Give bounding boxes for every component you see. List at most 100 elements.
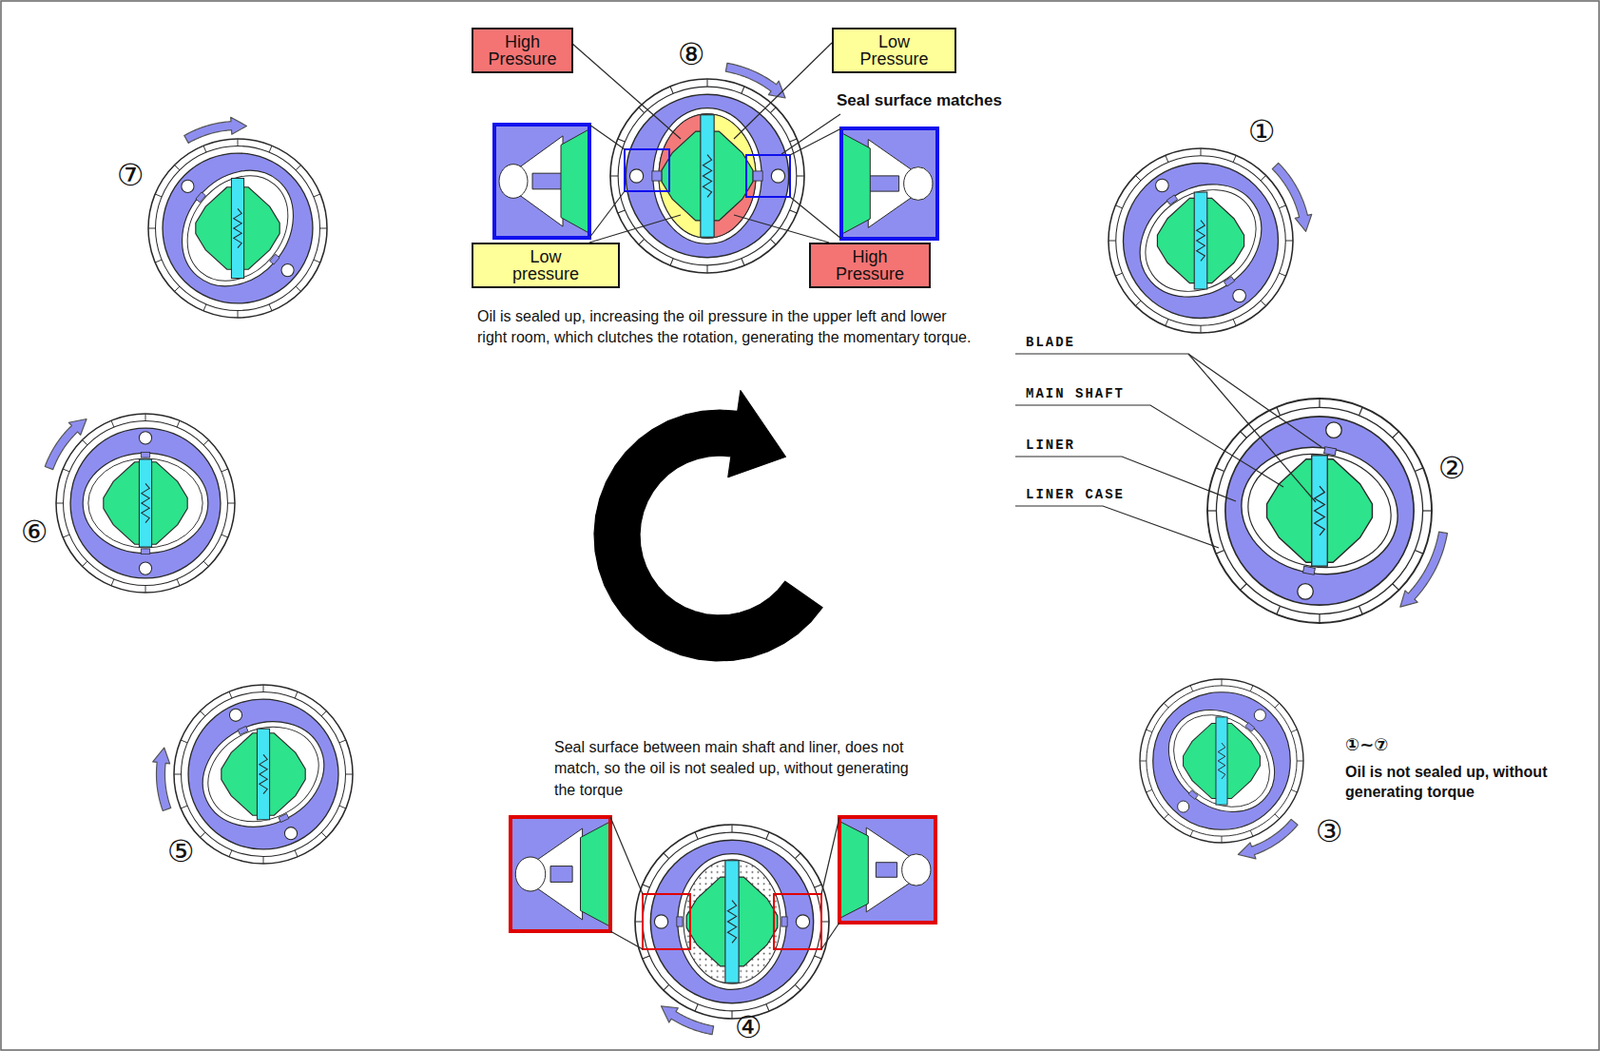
liner xyxy=(1225,416,1414,605)
liner-case xyxy=(173,684,353,864)
case-slot xyxy=(295,286,301,291)
blade xyxy=(138,459,152,547)
leader-line xyxy=(733,214,829,243)
seal-land xyxy=(237,725,249,734)
case-slot xyxy=(1359,605,1364,615)
oil-chamber xyxy=(88,458,203,548)
liner-bore xyxy=(185,701,343,848)
case-slot xyxy=(154,193,162,197)
valve-hole xyxy=(281,264,294,277)
case-slot xyxy=(814,955,823,959)
zoom-marker xyxy=(773,893,822,949)
case-slot xyxy=(694,1003,698,1012)
seal-land xyxy=(278,812,290,822)
liner-case xyxy=(1108,148,1293,333)
case-slot xyxy=(1139,760,1147,762)
case-slot xyxy=(145,584,147,593)
case-slot xyxy=(1276,605,1281,615)
case-slot xyxy=(176,420,180,427)
case-slot xyxy=(663,852,670,859)
case-slot xyxy=(1215,467,1225,472)
case-slot xyxy=(221,468,229,472)
main-shaft xyxy=(195,177,280,278)
case-ring xyxy=(1146,685,1297,836)
zoom-detail xyxy=(839,816,936,923)
case-slot xyxy=(1291,729,1297,733)
valve-hole xyxy=(795,914,810,928)
case-slot xyxy=(56,502,64,504)
rotation-arrow xyxy=(1272,162,1311,232)
note-text: Seal surface matches xyxy=(836,91,1003,111)
case-slot xyxy=(1233,154,1236,162)
case-slot xyxy=(706,265,708,273)
oil-chamber xyxy=(192,709,335,839)
seal-land xyxy=(652,171,663,181)
case-slot xyxy=(313,193,321,197)
case-slot xyxy=(1296,760,1304,762)
case-ring xyxy=(617,86,797,266)
liner-bore xyxy=(1118,160,1285,321)
liner-section xyxy=(494,124,590,238)
leader-line xyxy=(733,42,832,139)
case-ring xyxy=(642,831,822,1011)
part-name: LINER CASE xyxy=(1025,486,1125,502)
case-slot xyxy=(1276,406,1281,416)
liner-bore xyxy=(676,853,788,990)
main-shaft xyxy=(686,860,778,984)
case-slot xyxy=(148,228,156,230)
case-slot xyxy=(263,855,265,864)
blade xyxy=(1194,192,1208,290)
valve-hole xyxy=(284,827,297,840)
liner-case xyxy=(610,78,805,273)
case-slot xyxy=(174,165,180,171)
valve-hole xyxy=(515,856,546,891)
case-slot xyxy=(1274,813,1280,819)
pressure-label: Low pressure xyxy=(471,242,620,289)
case-slot xyxy=(221,534,229,538)
case-slot xyxy=(1423,509,1432,511)
callout-number: ⑥ xyxy=(20,516,49,547)
bore-outline xyxy=(82,452,209,553)
case-slot xyxy=(1318,614,1320,623)
zoom-frame xyxy=(841,128,938,239)
seal-land xyxy=(781,916,788,926)
pressure-label: High Pressure xyxy=(809,242,931,289)
blade-spring xyxy=(259,753,268,793)
seal-land xyxy=(875,862,897,878)
case-slot xyxy=(203,560,209,566)
seal-land xyxy=(751,171,763,181)
blade xyxy=(725,860,739,984)
leader-line xyxy=(1188,353,1316,502)
rotation-arrow xyxy=(725,62,786,98)
case-slot xyxy=(1221,678,1223,686)
callout-number: ⑦ xyxy=(116,159,145,191)
case-slot xyxy=(770,238,776,245)
blade-spring xyxy=(141,482,150,522)
rotation-arrow xyxy=(153,747,172,810)
valve-hole xyxy=(1326,422,1343,439)
part-name: LINER xyxy=(1025,437,1076,453)
case-slot xyxy=(821,920,829,922)
case-slot xyxy=(295,165,301,171)
case-slot xyxy=(62,534,70,538)
liner-bore xyxy=(158,147,318,309)
case-slot xyxy=(790,138,798,142)
leader-line xyxy=(1015,505,1219,548)
zoom-detail xyxy=(494,124,590,238)
pulse-unit xyxy=(173,684,353,864)
seal-land xyxy=(1324,446,1337,456)
case-slot xyxy=(1221,835,1223,843)
case-slot xyxy=(1163,702,1169,708)
seal-land xyxy=(140,451,150,458)
case-slot xyxy=(1135,300,1140,306)
case-slot xyxy=(694,831,698,840)
case-slot xyxy=(321,831,327,837)
case-slot xyxy=(176,578,180,586)
valve-hole xyxy=(1253,709,1266,721)
case-slot xyxy=(766,1003,770,1012)
rotation-arrow xyxy=(1400,531,1448,607)
bore-outline xyxy=(185,701,342,846)
case-slot xyxy=(670,86,674,95)
case-slot xyxy=(794,983,801,990)
zoom-marker xyxy=(642,893,691,949)
